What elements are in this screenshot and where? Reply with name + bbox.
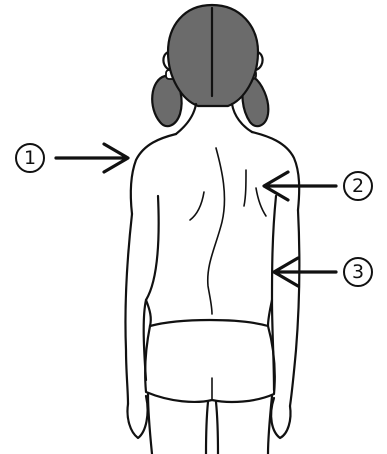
back-contour <box>244 170 246 206</box>
right-arm-outer <box>290 210 299 406</box>
head <box>152 5 268 126</box>
marker-1: 1 <box>16 144 128 172</box>
marker-2: 2 <box>264 172 372 200</box>
left-shoulder-blade <box>190 192 204 220</box>
shorts <box>145 320 275 402</box>
right-shoulder-blade <box>256 188 266 216</box>
arrow-3-icon <box>274 258 336 286</box>
right-hand <box>271 398 290 438</box>
left-arm-outer <box>125 214 132 404</box>
marker-1-number: 1 <box>24 147 36 169</box>
waist-left <box>146 300 151 326</box>
left-leg-outer <box>148 394 152 454</box>
shorts-waistband <box>150 320 268 326</box>
left-leg-inner <box>206 402 208 454</box>
left-hand <box>127 396 147 438</box>
left-shoulder <box>131 134 176 214</box>
legs <box>148 394 272 454</box>
marker-3-number: 3 <box>352 261 364 283</box>
marker-2-number: 2 <box>352 175 364 197</box>
marker-3: 3 <box>274 258 372 286</box>
arrow-1-icon <box>56 144 128 172</box>
shorts-outline <box>145 326 275 402</box>
spine <box>208 148 225 314</box>
right-leg-inner <box>216 402 218 454</box>
